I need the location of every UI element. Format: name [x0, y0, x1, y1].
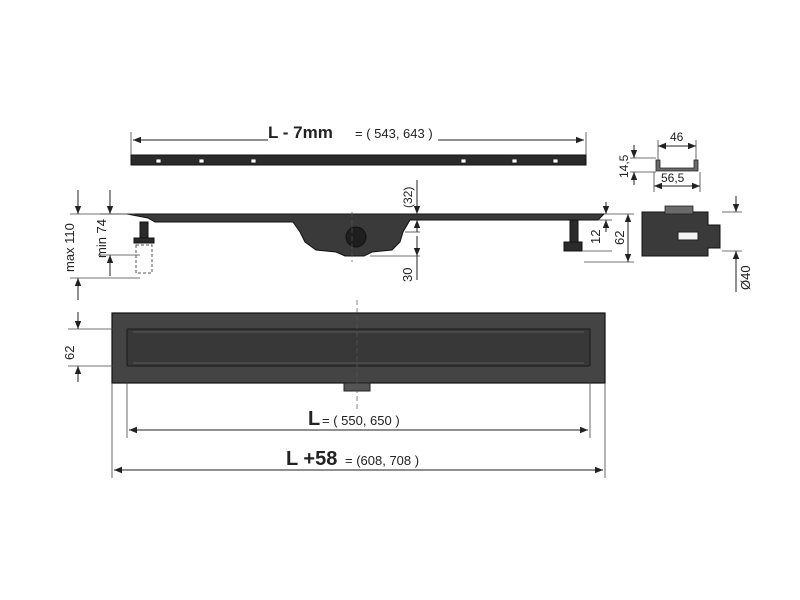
section-width-56-5: 56,5: [661, 171, 685, 185]
l58-dimension-values: = (608, 708 ): [345, 453, 419, 468]
plan-width-62: 62: [62, 346, 77, 360]
grate-slots: [155, 158, 559, 164]
end-view: Ø40: [641, 196, 753, 292]
outlet-circle: [345, 226, 367, 248]
l58-dimension-main: L +58: [286, 448, 337, 470]
left-foot-base: [133, 237, 155, 244]
section-width-46: 46: [670, 130, 684, 144]
l-dimension-values: = ( 550, 650 ): [322, 413, 400, 428]
profile-view: max 110 min 74 (32) 30 12 62: [62, 180, 634, 300]
section-profile: [655, 159, 699, 172]
section-height-14-5: 14,5: [617, 154, 631, 178]
right-foot-base: [563, 241, 583, 252]
right-foot-stem: [569, 219, 579, 243]
grate-length-values: = ( 543, 643 ): [355, 126, 433, 141]
grate-view: L - 7mm = ( 543, 643 ): [130, 122, 587, 166]
outlet-height-32: (32): [401, 187, 415, 208]
grate-label-bg: [268, 122, 438, 144]
plan-view: 62 L = ( 550, 650 ) L +58 = (608, 708 ): [62, 300, 606, 478]
min-74-label: min 74: [94, 219, 109, 258]
end-view-outlet: [677, 231, 699, 241]
profile-height-62: 62: [612, 231, 627, 245]
l-dimension-main: L: [308, 408, 320, 430]
left-foot-stem: [139, 221, 149, 241]
grate-bar: [130, 154, 587, 166]
grate-cross-section: 46 14,5 56,5: [617, 130, 701, 192]
plan-channel: [126, 328, 591, 367]
outlet-diameter-40: Ø40: [738, 265, 753, 290]
end-view-top: [664, 205, 694, 215]
max-110-label: max 110: [62, 223, 77, 272]
left-foot-adjust: [135, 244, 153, 274]
edge-height-12: 12: [588, 230, 603, 244]
grate-length-main: L - 7mm: [268, 123, 333, 142]
outlet-drop-30: 30: [400, 268, 415, 282]
